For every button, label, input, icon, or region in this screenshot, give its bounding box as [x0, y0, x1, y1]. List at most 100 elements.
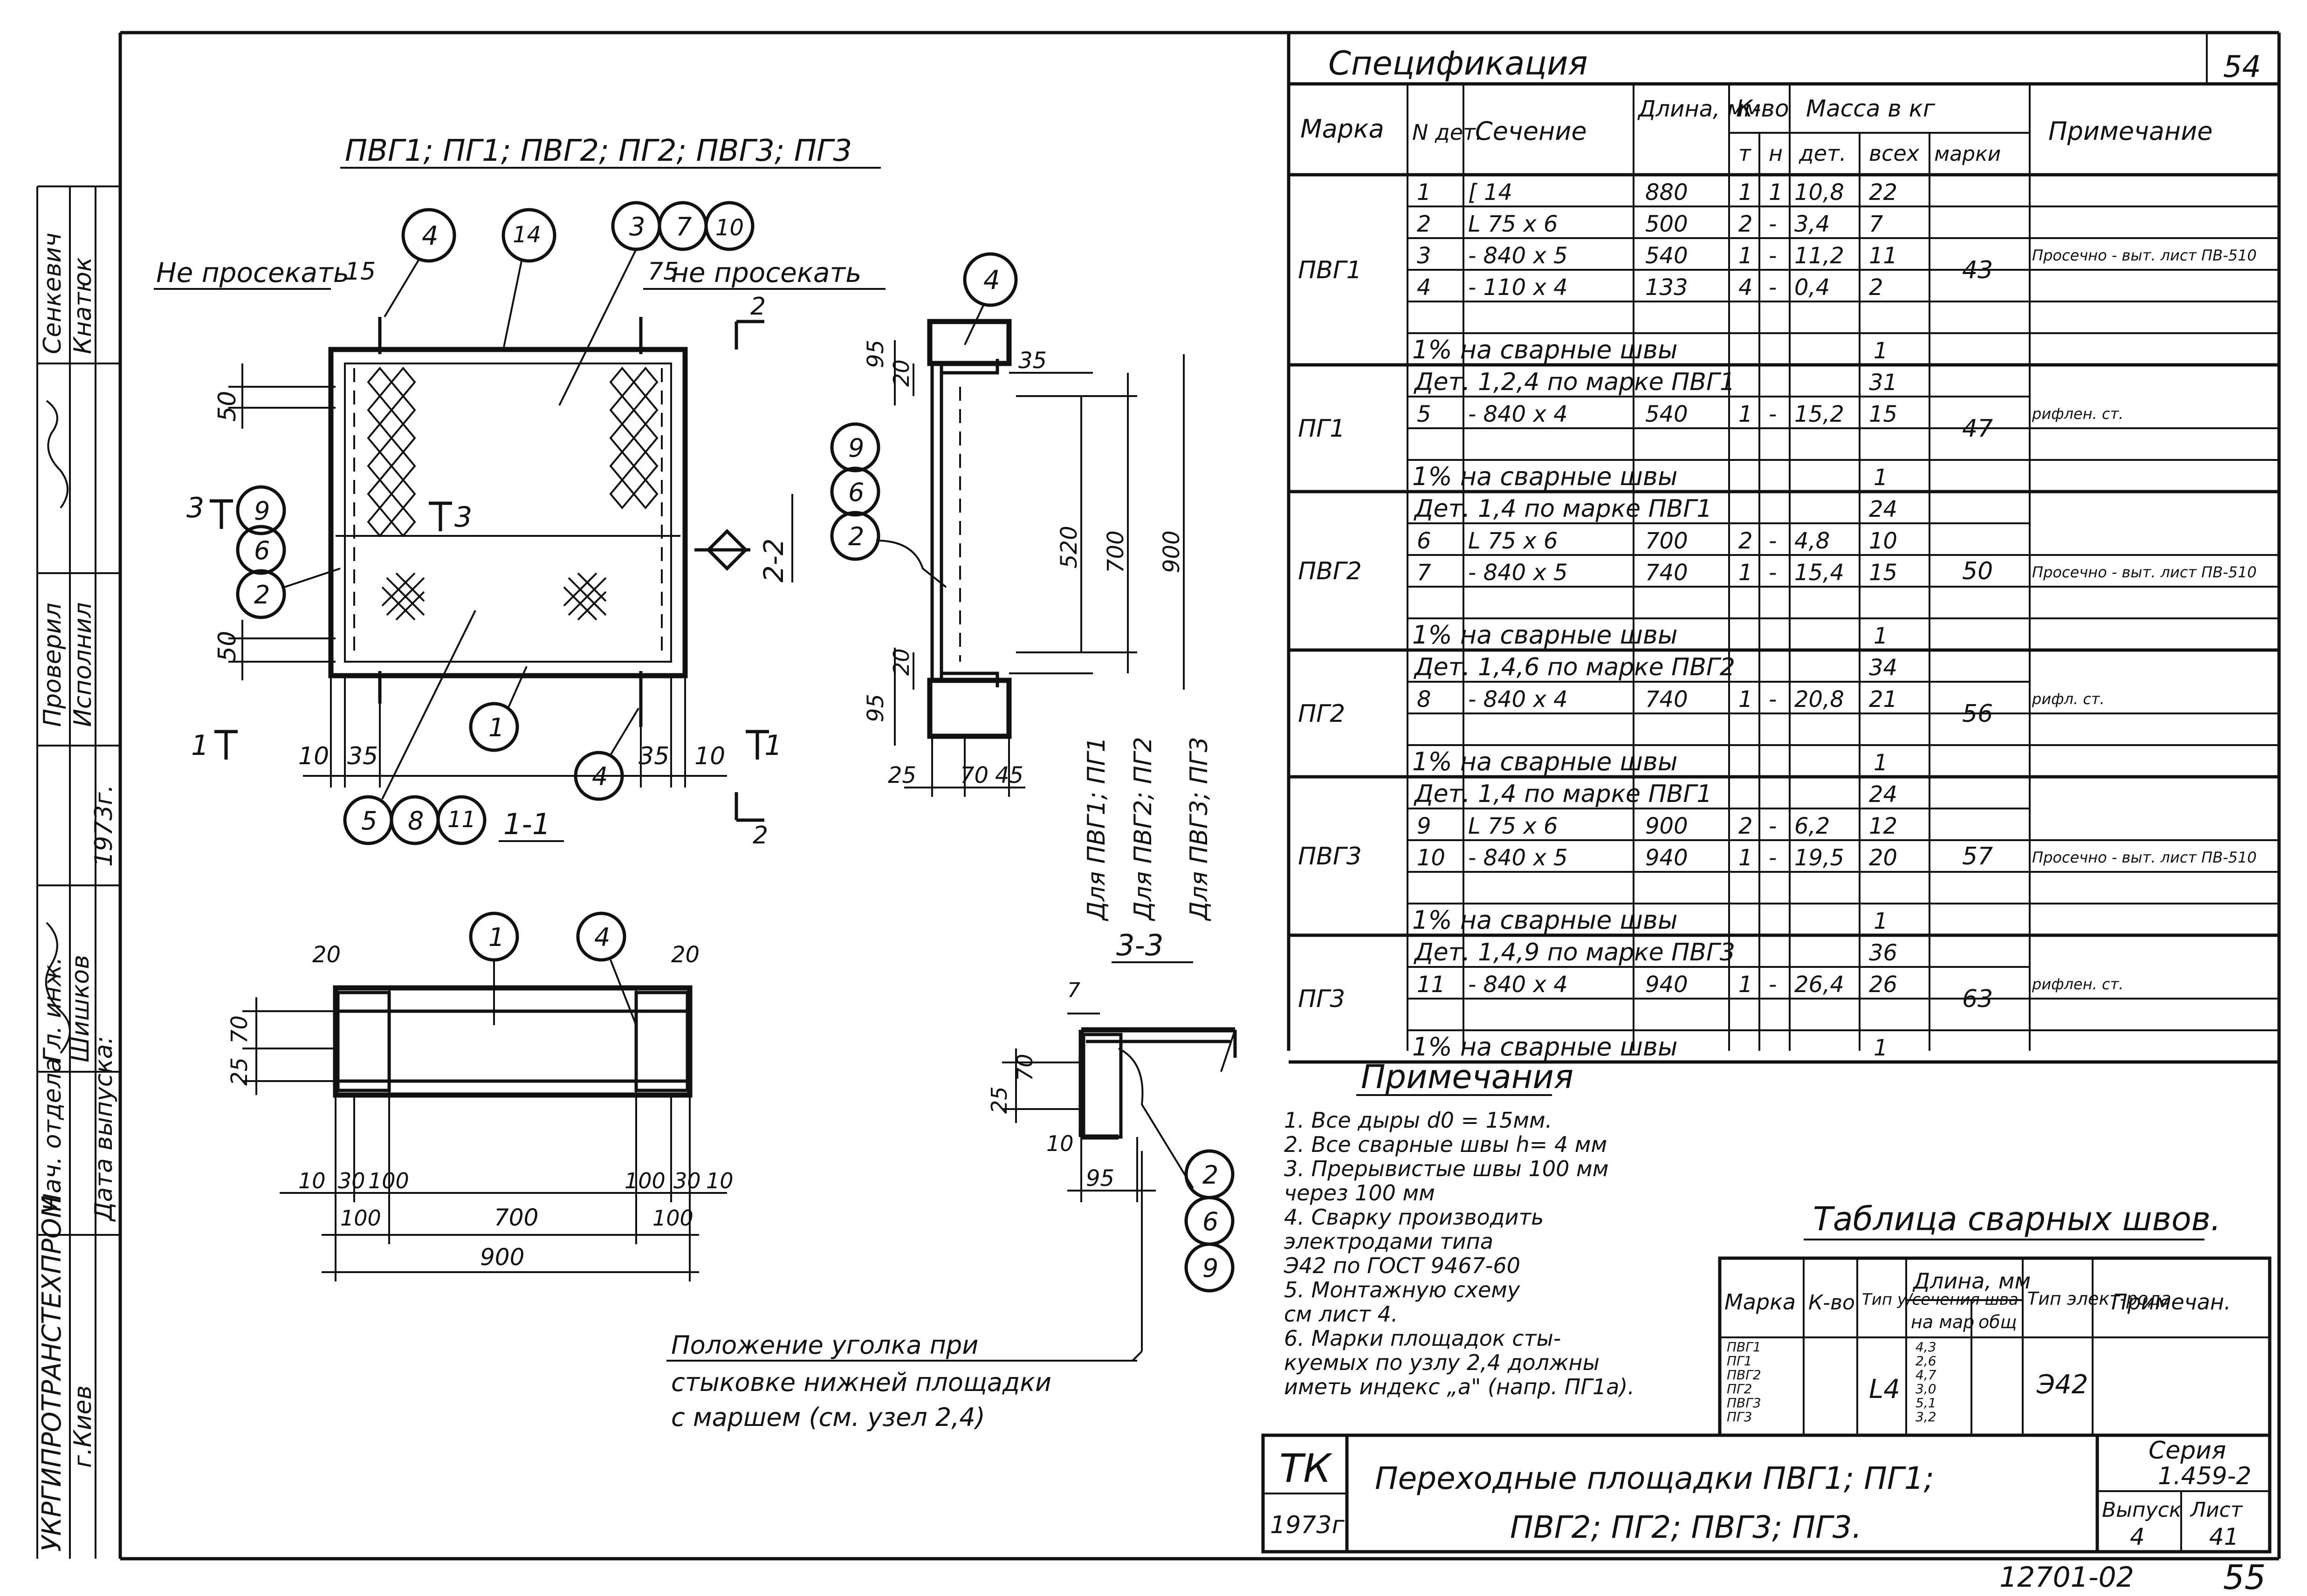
- spec-qty-t: 1: [1738, 972, 1753, 998]
- callout-9-left-label: 9: [254, 496, 270, 526]
- spec-h-qty-n: н: [1769, 141, 1783, 166]
- spec-mass-det: 15,4: [1794, 560, 1844, 586]
- stamp-role-1: Нач. отдела: [39, 1058, 67, 1212]
- callout-4-section-label: 4: [983, 265, 1000, 295]
- callout-11-label: 11: [447, 807, 476, 833]
- s1-dim-30a: 30: [338, 1168, 365, 1193]
- sheet-label: Лист: [2190, 1498, 2243, 1522]
- weld-length: 3,0: [1916, 1381, 1936, 1397]
- s2-dim-20a: 20: [889, 359, 914, 387]
- spec-section: L 75 x 6: [1468, 528, 1558, 554]
- spec-mass-det: 0,4: [1794, 274, 1830, 301]
- note-item: 1. Все дыры d0 = 15мм.: [1284, 1108, 1552, 1133]
- spec-mass-det: 26,4: [1794, 972, 1844, 998]
- note-item: электродами типа: [1284, 1229, 1493, 1254]
- callout-2-section: [830, 511, 880, 561]
- spec-length: 540: [1645, 401, 1688, 427]
- spec-h-section: Сечение: [1475, 116, 1587, 146]
- s1-dim-10a: 10: [298, 1168, 326, 1193]
- spec-section: L 75 x 6: [1468, 211, 1558, 237]
- spec-length: 880: [1645, 179, 1688, 205]
- s2-dim-900: 900: [1159, 530, 1185, 573]
- dim-10b: 10: [694, 742, 725, 770]
- callout-4-top: [401, 208, 456, 263]
- year-mark: 1973г: [1270, 1511, 1345, 1539]
- spec-mass-det: 11,2: [1794, 243, 1844, 269]
- spec-ref-3: Дет. 1,4,6 по марке ПВГ2: [1414, 653, 1735, 681]
- spec-section: - 840 x 4: [1468, 401, 1568, 427]
- spec-h-mass: Масса в кг: [1806, 95, 1936, 122]
- spec-weld-text: 1% на сварные швы: [1412, 620, 1677, 650]
- spec-n: 6: [1417, 528, 1431, 554]
- sheet-value: 41: [2209, 1523, 2239, 1550]
- spec-mass-det: 10,8: [1794, 179, 1844, 205]
- spec-section: - 840 x 5: [1468, 560, 1568, 586]
- callout-9-s3: [1184, 1242, 1235, 1293]
- spec-note: рифл. ст.: [2032, 690, 2105, 708]
- spec-qty-t: 1: [1738, 243, 1753, 269]
- callout-4-section: [963, 252, 1018, 307]
- callout-14: [501, 208, 556, 263]
- weld-length: 4,3: [1916, 1339, 1936, 1355]
- section-1-1-view: 1 4 20 20 70 25 10 30 100 100 700 100 30…: [227, 911, 734, 1281]
- spec-qty-t: 1: [1738, 401, 1753, 427]
- weld-h-type: Тип у/сечения шва: [1862, 1290, 2019, 1309]
- spec-weld-text: 1% на сварные швы: [1412, 462, 1677, 491]
- spec-mass-all: 2: [1869, 274, 1883, 301]
- s2-dim-700: 700: [1103, 530, 1129, 573]
- note-item: 2. Все сварные швы h= 4 мм: [1284, 1132, 1607, 1157]
- spec-mass-all: 15: [1869, 401, 1897, 427]
- spec-note: Просечно - выт. лист ПВ-510: [2032, 849, 2257, 866]
- s1-dim-100c: 100: [625, 1168, 666, 1193]
- spec-h-mark: Марка: [1300, 114, 1384, 144]
- s2-dim-45: 45: [995, 762, 1023, 788]
- spec-weld-text: 1% на сварные швы: [1412, 335, 1677, 364]
- spec-length: 740: [1645, 686, 1688, 712]
- section-mark-1-right: 1: [764, 729, 782, 762]
- spec-weld-all: 1: [1874, 623, 1888, 649]
- s1-dim-30b: 30: [673, 1168, 701, 1193]
- side-stamp: Нач. отдела Шишков Гл. инж. Сенкевич Кна…: [37, 185, 120, 1552]
- callout-4-bottom: [574, 751, 624, 801]
- weld-mark: ПВГ1: [1727, 1339, 1761, 1355]
- callout-4-top-label: 4: [422, 221, 439, 251]
- dim-35a: 35: [347, 742, 378, 770]
- spec-qty-t: 1: [1738, 179, 1753, 205]
- spec-section: - 840 x 5: [1468, 845, 1568, 871]
- spec-length: 700: [1645, 528, 1688, 554]
- hatch-patch-right: [563, 572, 607, 621]
- spec-qty-t: 1: [1738, 686, 1753, 712]
- callout-9-s3-label: 9: [1202, 1254, 1218, 1283]
- spec-mass-det: 4,8: [1794, 528, 1830, 554]
- spec-h-n: N дет.: [1412, 120, 1483, 145]
- spec-section: - 110 x 4: [1468, 274, 1568, 301]
- for-pvg2-label: Для ПВГ2; ПГ2: [1129, 737, 1157, 921]
- callout-4-s1-label: 4: [594, 923, 610, 952]
- section-mark-2-bottom: 2: [753, 822, 768, 849]
- callout-6-left: [236, 525, 286, 575]
- spec-mass-all: 20: [1869, 845, 1897, 871]
- section-label-3-3: 3-3: [1116, 928, 1163, 962]
- callout-11: [436, 795, 487, 845]
- weld-table: Таблица сварных швов. Марка К-во Тип у/с…: [1718, 1200, 2272, 1437]
- spec-n: 4: [1417, 274, 1431, 301]
- s3-dim-25: 25: [987, 1086, 1012, 1114]
- s2-dim-20b: 20: [889, 648, 914, 676]
- main-title: ПВГ1; ПГ1; ПВГ2; ПГ2; ПВГ3; ПГ3: [345, 134, 852, 168]
- weld-h-len-all: общ: [1978, 1312, 2017, 1332]
- stamp-name-1: Шишков: [67, 955, 95, 1062]
- callout-1-plan-label: 1: [488, 713, 504, 742]
- plan-view: ПВГ1; ПГ1; ПВГ2; ПГ2; ПВГ3; ПГ3 Не просе…: [154, 134, 886, 849]
- callout-1-plan: [469, 702, 519, 752]
- spec-section: - 840 x 5: [1468, 243, 1568, 269]
- spec-n: 9: [1417, 813, 1431, 839]
- spec-note: рифлен. ст.: [2032, 975, 2123, 993]
- spec-n: 10: [1417, 845, 1445, 871]
- note-item: 4. Сварку производить: [1284, 1205, 1544, 1230]
- signature-1: [45, 922, 71, 1054]
- spec-n: 7: [1417, 560, 1431, 586]
- spec-ref-all-4: 24: [1869, 781, 1897, 808]
- dim-10a: 10: [298, 742, 329, 770]
- section-label-2-2: 2-2: [758, 538, 790, 582]
